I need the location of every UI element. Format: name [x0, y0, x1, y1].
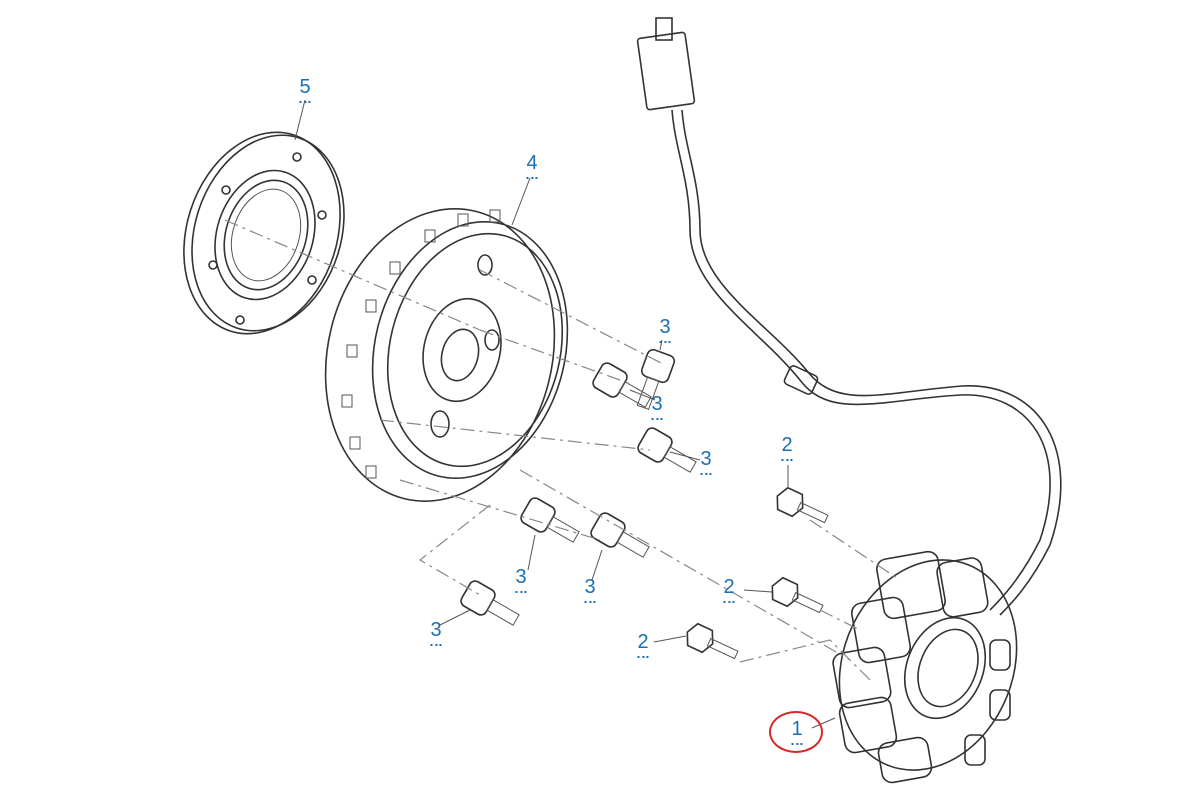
- part-1-stator: [832, 550, 1018, 784]
- callout-4[interactable]: 4: [526, 153, 538, 179]
- callout-3-bottom[interactable]: 3: [430, 620, 442, 646]
- callout-3-lower-right[interactable]: 3: [584, 577, 596, 603]
- callout-3-middle[interactable]: 3: [651, 394, 663, 420]
- callout-5[interactable]: 5: [299, 77, 311, 103]
- callout-2-bottom[interactable]: 2: [637, 632, 649, 658]
- wire-harness: [636, 17, 1062, 616]
- leader-lines: [294, 99, 836, 729]
- callout-3-top[interactable]: 3: [659, 317, 671, 343]
- callout-1[interactable]: 1: [791, 719, 803, 745]
- part-3-bolts: [460, 348, 697, 626]
- callout-3-lower-left[interactable]: 3: [515, 567, 527, 593]
- callout-2-middle[interactable]: 2: [723, 577, 735, 603]
- part-5-seal-ring: [183, 131, 345, 335]
- part-2-screws: [686, 486, 829, 660]
- assembly-axes: [224, 219, 901, 681]
- part-4-flywheel: [324, 208, 569, 502]
- callout-2-top[interactable]: 2: [781, 435, 793, 461]
- callout-3-right[interactable]: 3: [700, 449, 712, 475]
